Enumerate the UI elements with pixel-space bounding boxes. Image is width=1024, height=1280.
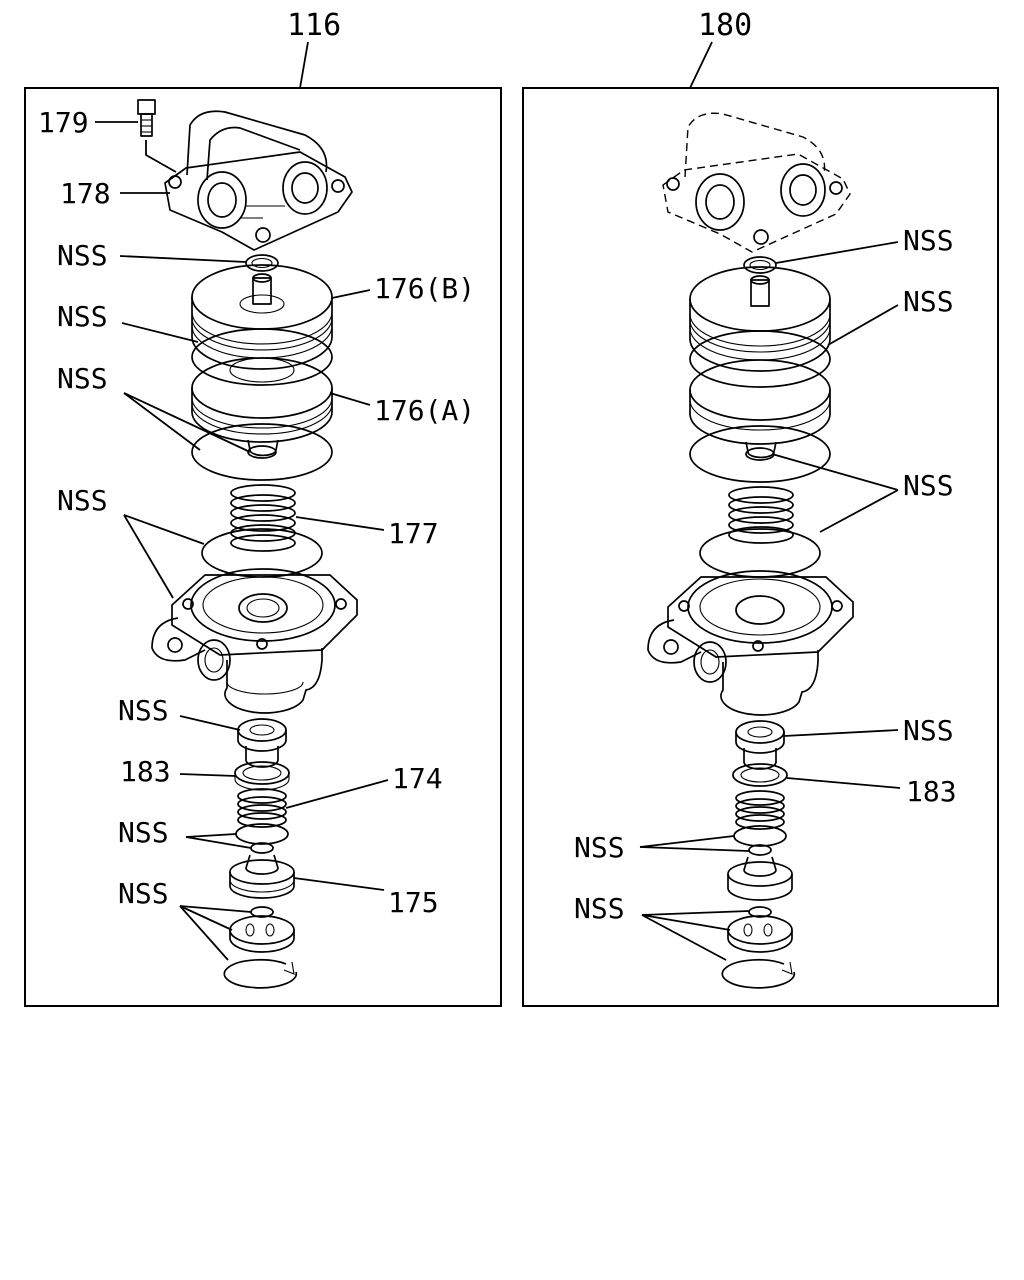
retainer-group-r-drawing: [721, 906, 796, 989]
label-nss-diaphragm-upper: NSS: [57, 300, 108, 333]
label-nss-valve-seat-r: NSS: [903, 714, 954, 747]
seal-ring-top-r: [743, 256, 777, 274]
label-176a: 176(A): [374, 394, 475, 427]
seal-ring-top: [245, 254, 279, 272]
label-nss-body: NSS: [57, 484, 108, 517]
panel-title-180: 180: [698, 8, 752, 43]
panel-180-drawing: [647, 112, 854, 989]
panel-116-frame: [24, 87, 502, 1007]
spring-r-drawing: [728, 486, 794, 544]
label-nss-seal-top: NSS: [57, 239, 108, 272]
label-178: 178: [60, 177, 111, 210]
spring-174-drawing: [237, 788, 287, 828]
valve-seat-r-drawing: [735, 720, 785, 770]
valve-175-drawing: [229, 854, 295, 899]
valve-body-drawing: [151, 568, 358, 714]
valve-cover-178-drawing: [164, 110, 353, 251]
spring-177-drawing: [230, 484, 296, 552]
label-183-r: 183: [906, 775, 957, 808]
label-176b: 176(B): [374, 272, 475, 305]
panel-title-116: 116: [287, 8, 341, 43]
retainer-group-drawing: [223, 906, 298, 989]
piston-upper-r-drawing: [689, 266, 831, 372]
panel-title-116-leader: [299, 41, 309, 89]
diaphragm-ring-upper-r: [689, 330, 831, 388]
label-nss-valve-spring: NSS: [118, 816, 169, 849]
label-177: 177: [388, 517, 439, 550]
ring-183-r-drawing: [732, 763, 788, 787]
piston-176b-drawing: [191, 264, 333, 370]
piston-176a-drawing: [191, 357, 333, 457]
label-175: 175: [388, 886, 439, 919]
panel-180-labels: NSS NSS NSS NSS 183 NSS NSS: [574, 224, 957, 961]
valve-seat-drawing: [237, 718, 287, 768]
label-nss-retainer: NSS: [118, 877, 169, 910]
valve-r-drawing: [727, 856, 793, 901]
diaphragm-ring-lower: [191, 423, 333, 481]
label-nss-diaphragm-upper-r: NSS: [903, 285, 954, 318]
label-nss-seal-top-r: NSS: [903, 224, 954, 257]
ghost-cover-drawing: [662, 112, 851, 253]
piston-lower-r-drawing: [689, 359, 831, 459]
label-nss-diaphragm-lower-r: NSS: [903, 469, 954, 502]
bolt-179-drawing: [137, 99, 177, 173]
diaphragm-ring-lower-r: [689, 425, 831, 483]
spring-174-r-drawing: [735, 790, 785, 830]
valve-body-r-drawing: [647, 570, 854, 716]
panel-180-frame: [522, 87, 999, 1007]
panel-116-drawing: [137, 99, 358, 989]
body-o-ring-r: [699, 528, 821, 578]
label-nss-valve-seat: NSS: [118, 694, 169, 727]
label-183: 183: [120, 755, 171, 788]
diaphragm-ring-upper: [191, 328, 333, 386]
panel-title-180-leader: [689, 41, 713, 89]
label-nss-retainer-r: NSS: [574, 892, 625, 925]
label-174: 174: [392, 762, 443, 795]
label-nss-diaphragm-lower: NSS: [57, 362, 108, 395]
label-nss-valve-spring-r: NSS: [574, 831, 625, 864]
label-179: 179: [38, 106, 89, 139]
ring-183-drawing: [234, 761, 290, 791]
panel-116-labels: 179 178 NSS 176(B) NSS 176(A) NSS NSS 17…: [38, 106, 475, 961]
